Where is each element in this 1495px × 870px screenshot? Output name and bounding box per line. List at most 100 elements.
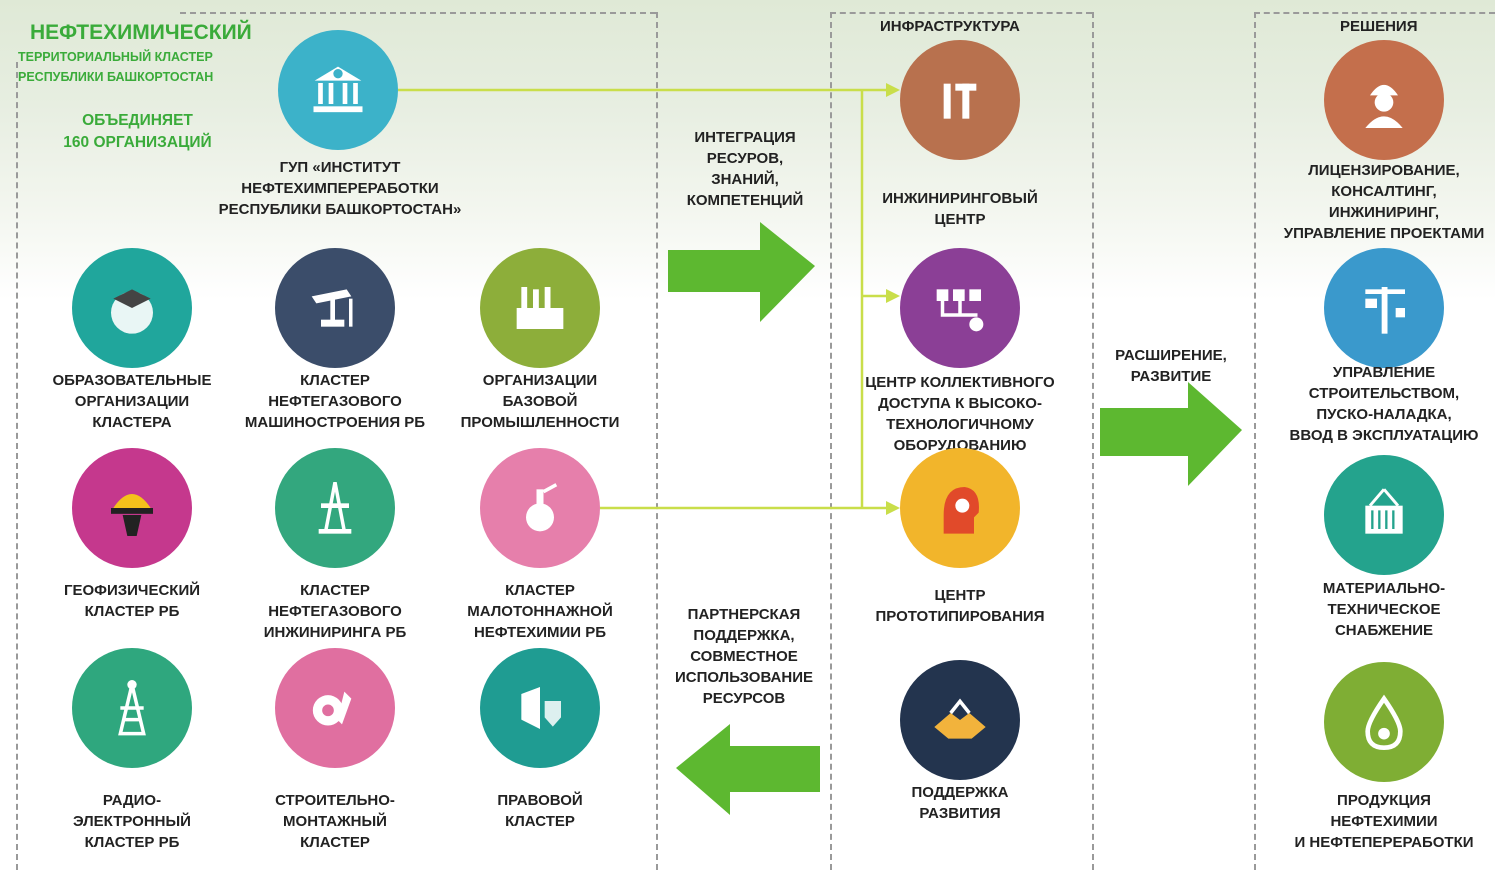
solution-4-label: ПРОДУКЦИЯ НЕФТЕХИМИИ И НЕФТЕПЕРЕРАБОТКИ (1254, 790, 1495, 853)
solution-4-label-line-1: ПРОДУКЦИЯ (1337, 792, 1431, 809)
factory-icon (480, 248, 600, 368)
organization-count: ОБЪЕДИНЯЕТ 160 ОРГАНИЗАЦИЙ (40, 110, 235, 154)
infrastructure-2-label-line-4: ОБОРУДОВАНИЮ (893, 437, 1027, 454)
frame-left-edge (16, 62, 18, 870)
institute-building-icon (278, 30, 398, 150)
solution-4-label-line-2: НЕФТЕХИМИИ (1330, 813, 1438, 830)
expansion-label-line-1: РАСШИРЕНИЕ, (1115, 347, 1227, 364)
member-5-label-line-2: НЕФТЕГАЗОВОГО (268, 603, 402, 620)
it-engineering-icon (900, 40, 1020, 160)
member-2-label-line-1: КЛАСТЕР (300, 372, 370, 389)
infrastructure-2-label-line-1: ЦЕНТР КОЛЛЕКТИВНОГО (865, 374, 1055, 391)
institute-label-line-1: ГУП «ИНСТИТУТ (279, 159, 401, 176)
solution-2-label-line-4: ВВОД В ЭКСПЛУАТАЦИЮ (1289, 427, 1479, 444)
member-9-label-line-1: ПРАВОВОЙ (497, 792, 583, 809)
solution-1-label-line-4: УПРАВЛЕНИЕ ПРОЕКТАМИ (1283, 225, 1485, 242)
partner-label-line-2: ПОДДЕРЖКА, (693, 627, 795, 644)
member-3-label-line-2: БАЗОВОЙ (502, 393, 578, 410)
equipment-network-icon (900, 248, 1020, 368)
graduation-globe-icon (72, 248, 192, 368)
frame-top-solutions (1254, 12, 1495, 14)
member-6-label: КЛАСТЕР МАЛОТОННАЖНОЙ НЕФТЕХИМИИ РБ (430, 580, 650, 643)
frame-members-right (656, 12, 658, 870)
organization-count-line-2: 160 ОРГАНИЗАЦИЙ (63, 134, 212, 151)
solution-1-label: ЛИЦЕНЗИРОВАНИЕ, КОНСАЛТИНГ, ИНЖИНИРИНГ, УПР… (1254, 160, 1495, 244)
member-4-label-line-1: ГЕОФИЗИЧЕСКИЙ (63, 582, 201, 599)
integration-arrow (668, 222, 815, 322)
member-5-label-line-3: ИНЖИНИРИНГА РБ (263, 624, 407, 641)
member-1-label-line-3: КЛАСТЕРА (92, 414, 172, 431)
infrastructure-2-label-line-3: ТЕХНОЛОГИЧНОМУ (886, 416, 1034, 433)
member-8-label-line-3: КЛАСТЕР (300, 834, 370, 851)
organization-count-line-1: ОБЪЕДИНЯЕТ (82, 112, 193, 129)
frame-top-infra (830, 12, 1092, 14)
engineer-icon (1324, 40, 1444, 160)
member-6-label-line-1: КЛАСТЕР (505, 582, 575, 599)
partner-arrow (676, 724, 820, 815)
oil-drop-icon (1324, 662, 1444, 782)
infrastructure-3-label-line-2: ПРОТОТИПИРОВАНИЯ (875, 608, 1045, 625)
solution-2-label-line-2: СТРОИТЕЛЬСТВОМ, (1308, 385, 1460, 402)
infrastructure-2-label-line-2: ДОСТУПА К ВЫСОКО- (878, 395, 1042, 412)
partner-label-line-5: РЕСУРСОВ (702, 690, 786, 707)
drilling-rig-icon (275, 448, 395, 568)
member-7-label-line-3: КЛАСТЕР РБ (84, 834, 180, 851)
member-4-label-line-2: КЛАСТЕР РБ (84, 603, 180, 620)
infrastructure-1-label: ИНЖИНИРИНГОВЫЙ ЦЕНТР (845, 188, 1075, 230)
solution-3-label-line-2: ТЕХНИЧЕСКОЕ (1327, 601, 1441, 618)
institute-label-line-3: РЕСПУБЛИКИ БАШКОРТОСТАН» (218, 201, 462, 218)
infrastructure-3-label: ЦЕНТР ПРОТОТИПИРОВАНИЯ (845, 585, 1075, 627)
solution-1-label-line-2: КОНСАЛТИНГ, (1331, 183, 1437, 200)
solution-2-label-line-1: УПРАВЛЕНИЕ (1332, 364, 1436, 381)
solution-3-label-line-3: СНАБЖЕНИЕ (1334, 622, 1434, 639)
solution-2-label: УПРАВЛЕНИЕ СТРОИТЕЛЬСТВОМ, ПУСКО-НАЛАДКА, В… (1254, 362, 1495, 446)
member-4-label: ГЕОФИЗИЧЕСКИЙ КЛАСТЕР РБ (22, 580, 242, 622)
partner-label: ПАРТНЕРСКАЯ ПОДДЕРЖКА, СОВМЕСТНОЕ ИСПОЛЬ… (660, 604, 828, 709)
infrastructure-4-label-line-2: РАЗВИТИЯ (919, 805, 1001, 822)
institute-label: ГУП «ИНСТИТУТ НЕФТЕХИМПЕРЕРАБОТКИ РЕСПУБ… (210, 157, 470, 220)
head-idea-icon (900, 448, 1020, 568)
frame-top-members (180, 12, 656, 14)
frame-solutions-left (1254, 12, 1256, 870)
solution-2-label-line-3: ПУСКО-НАЛАДКА, (1316, 406, 1452, 423)
infrastructure-1-label-line-2: ЦЕНТР (934, 211, 986, 228)
solution-3-label-line-1: МАТЕРИАЛЬНО- (1322, 580, 1446, 597)
solution-1-label-line-3: ИНЖИНИРИНГ, (1328, 204, 1440, 221)
integration-label-line-3: ЗНАНИЙ, (711, 171, 779, 188)
expansion-label: РАСШИРЕНИЕ, РАЗВИТИЕ (1096, 345, 1246, 387)
oil-pump-icon (275, 248, 395, 368)
solution-4-label-line-3: И НЕФТЕПЕРЕРАБОТКИ (1294, 834, 1474, 851)
integration-label: ИНТЕГРАЦИЯ РЕСУРОВ, ЗНАНИЙ, КОМПЕТЕНЦИЙ (660, 127, 830, 211)
member-6-label-line-3: НЕФТЕХИМИИ РБ (473, 624, 607, 641)
integration-label-line-1: ИНТЕГРАЦИЯ (694, 129, 796, 146)
integration-label-line-4: КОМПЕТЕНЦИЙ (686, 192, 804, 209)
institute-label-line-2: НЕФТЕХИМПЕРЕРАБОТКИ (241, 180, 439, 197)
cluster-title: НЕФТЕХИМИЧЕСКИЙ (30, 21, 252, 44)
solution-1-label-line-1: ЛИЦЕНЗИРОВАНИЕ, (1308, 162, 1460, 179)
member-2-label-line-2: НЕФТЕГАЗОВОГО (268, 393, 402, 410)
member-7-label-line-2: ЭЛЕКТРОННЫЙ (73, 813, 191, 830)
infrastructure-heading: ИНФРАСТРУКТУРА (880, 18, 1020, 35)
member-8-label-line-1: СТРОИТЕЛЬНО- (275, 792, 395, 809)
hardhat-worker-icon (72, 448, 192, 568)
infrastructure-1-label-line-1: ИНЖИНИРИНГОВЫЙ (882, 190, 1038, 207)
member-2-label-line-3: МАШИНОСТРОЕНИЯ РБ (244, 414, 426, 431)
member-6-label-line-2: МАЛОТОННАЖНОЙ (467, 603, 613, 620)
expansion-label-line-2: РАЗВИТИЕ (1130, 368, 1212, 385)
member-1-label-line-1: ОБРАЗОВАТЕЛЬНЫЕ (52, 372, 212, 389)
container-icon (1324, 455, 1444, 575)
chemistry-flask-icon (480, 448, 600, 568)
infrastructure-3-label-line-1: ЦЕНТР (934, 587, 986, 604)
member-5-label-line-1: КЛАСТЕР (300, 582, 370, 599)
integration-label-line-2: РЕСУРОВ, (706, 150, 784, 167)
partner-label-line-4: ИСПОЛЬЗОВАНИЕ (674, 669, 814, 686)
member-5-label: КЛАСТЕР НЕФТЕГАЗОВОГО ИНЖИНИРИНГА РБ (220, 580, 450, 643)
frame-infra-left (830, 12, 832, 870)
radio-tower-icon (72, 648, 192, 768)
member-3-label-line-3: ПРОМЫШЛЕННОСТИ (460, 414, 620, 431)
partner-label-line-3: СОВМЕСТНОЕ (690, 648, 798, 665)
